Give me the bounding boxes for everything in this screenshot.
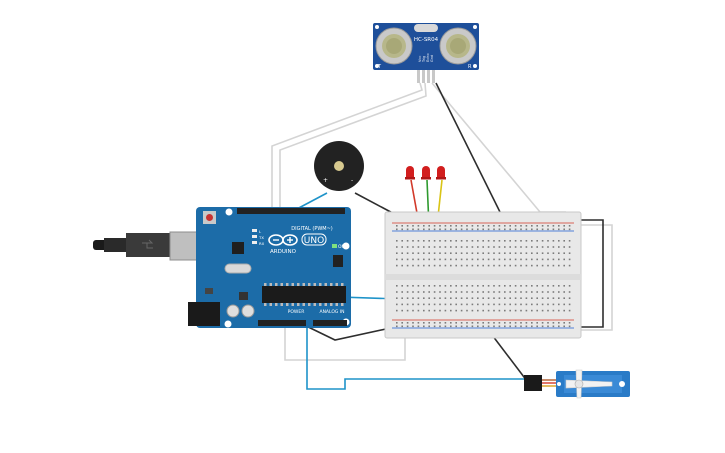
power-label: POWER	[288, 309, 305, 315]
leds	[405, 166, 446, 180]
l-label: L	[259, 229, 262, 234]
wire-rail-right-dark[interactable]	[570, 219, 604, 328]
sensor-mark-r: R	[468, 64, 472, 70]
pin-label-vcc: Vcc	[418, 56, 422, 62]
sensor-mark-t: T	[377, 64, 382, 70]
wire-sensor-trig[interactable]	[279, 82, 427, 212]
power-jack	[188, 302, 220, 326]
atmega-chip	[262, 286, 346, 303]
buzzer-minus-label: -	[351, 177, 353, 184]
wire-sensor-gnd-gray[interactable]	[431, 82, 566, 213]
usb-plug	[126, 233, 176, 257]
uno-badge	[301, 233, 327, 246]
usb-cable	[93, 240, 107, 250]
servo-motor[interactable]	[524, 369, 630, 399]
pin-label-echo: Echo	[426, 54, 430, 63]
digital-header[interactable]	[237, 208, 345, 214]
tx-label: TX	[258, 235, 264, 240]
analog-label: ANALOG IN	[319, 309, 344, 315]
wire-blue-servo[interactable]	[306, 232, 524, 390]
ultrasonic-sensor[interactable]: HC-SR04 Vcc Trig Echo Gnd T R	[373, 23, 479, 83]
servo-connector[interactable]	[524, 375, 542, 391]
buzzer-plus-label: +	[323, 177, 328, 184]
analog-header[interactable]	[313, 320, 347, 326]
led-2[interactable]	[421, 166, 431, 180]
wire-rail-right-gray[interactable]	[578, 224, 613, 331]
on-led	[332, 244, 337, 248]
chip-pins	[264, 283, 344, 306]
digital-label: DIGITAL (PWM~)	[291, 226, 333, 232]
power-header[interactable]	[258, 320, 306, 326]
rx-label: RX	[259, 241, 265, 246]
pin-label-trig: Trig	[422, 56, 426, 63]
wire-sensor-vcc[interactable]	[271, 82, 423, 212]
pin-label-gnd: Gnd	[430, 55, 434, 62]
led-3[interactable]	[436, 166, 446, 180]
arduino-uno[interactable]: UNO ARDUINO DIGITAL (PWM~) POWER ANALOG …	[93, 207, 351, 328]
uno-label: UNO	[304, 236, 324, 246]
piezo-buzzer[interactable]: + -	[314, 141, 364, 191]
on-label: ON	[338, 244, 345, 250]
sensor-model: HC-SR04	[414, 37, 439, 43]
breadboard[interactable]	[384, 211, 582, 339]
arduino-brand: ARDUINO	[270, 249, 297, 255]
led-1[interactable]	[405, 166, 415, 180]
arduino-logo	[268, 234, 298, 246]
wire-gnd-rail[interactable]	[299, 322, 396, 341]
breadboard-holes	[396, 225, 571, 328]
